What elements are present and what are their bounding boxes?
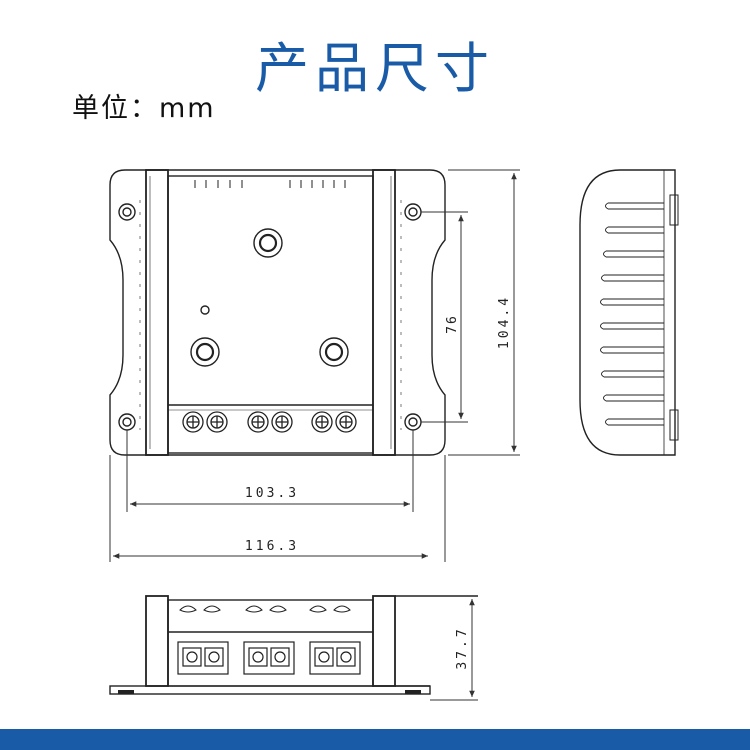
mount-hole-icon: [118, 203, 422, 431]
front-view: [109, 595, 478, 695]
terminal-blocks: [177, 641, 361, 675]
side-view: [579, 169, 679, 456]
page-title: 产品尺寸: [255, 37, 495, 100]
top-view: [109, 169, 446, 456]
dim-label-outer-height: 104.4: [497, 295, 512, 349]
dim-label-inner-width: 103.3: [245, 486, 299, 501]
unit-label: 单位：mm: [72, 93, 216, 124]
dimension-lines: [109, 169, 520, 562]
bottom-band: [0, 729, 750, 750]
dim-label-outer-width: 116.3: [245, 539, 299, 554]
dim-label-depth: 37.7: [455, 626, 470, 669]
terminal-screws: [182, 411, 357, 433]
dim-label-hole-spacing: 76: [445, 314, 460, 334]
